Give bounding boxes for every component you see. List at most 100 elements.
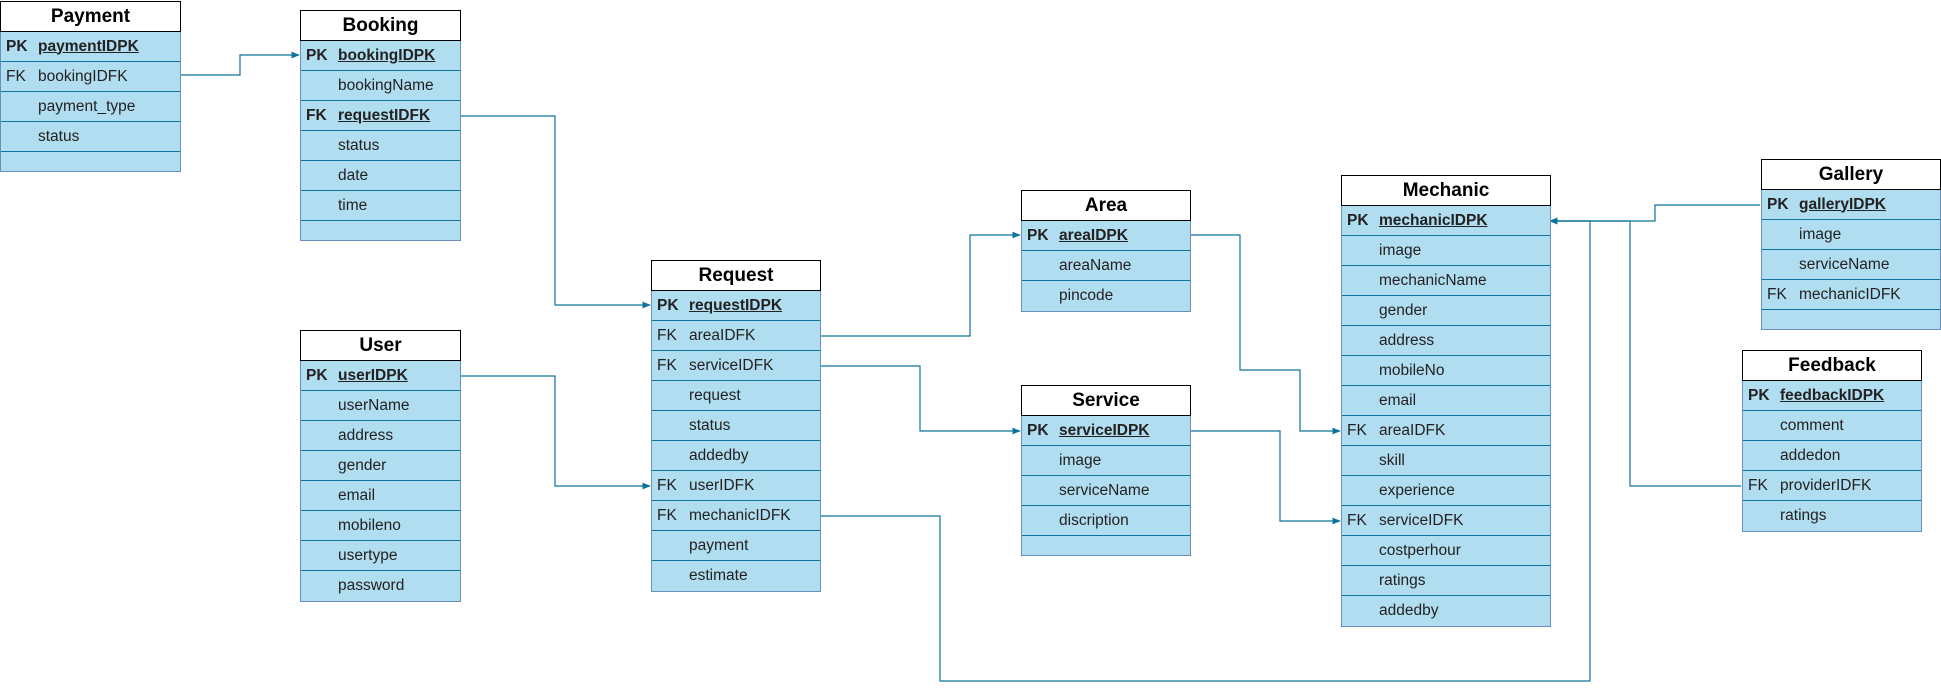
field-time[interactable]: time — [301, 191, 460, 221]
field-empty[interactable] — [1, 152, 180, 171]
field-payment[interactable]: payment — [652, 531, 820, 561]
field-status[interactable]: status — [652, 411, 820, 441]
key-marker: PK — [306, 46, 328, 64]
field-addedby[interactable]: addedby — [652, 441, 820, 471]
field-skill[interactable]: skill — [1342, 446, 1550, 476]
field-email[interactable]: email — [1342, 386, 1550, 416]
field-image[interactable]: image — [1342, 236, 1550, 266]
key-marker: PK — [1347, 211, 1369, 229]
field-name: areaIDFK — [689, 326, 756, 344]
key-marker: FK — [657, 476, 677, 494]
field-name: date — [338, 166, 369, 184]
field-image[interactable]: image — [1762, 220, 1940, 250]
field-mobileNo[interactable]: mobileNo — [1342, 356, 1550, 386]
field-name: paymentIDPK — [38, 37, 139, 55]
connector-user-to-request — [460, 375, 651, 490]
field-email[interactable]: email — [301, 481, 460, 511]
field-request[interactable]: request — [652, 381, 820, 411]
field-mobileno[interactable]: mobileno — [301, 511, 460, 541]
field-mechanicName[interactable]: mechanicName — [1342, 266, 1550, 296]
field-estimate[interactable]: estimate — [652, 561, 820, 591]
field-empty[interactable] — [1022, 536, 1190, 555]
connector-gallery-to-mechanic — [1549, 204, 1760, 225]
field-name: userIDFK — [689, 476, 755, 494]
field-ratings[interactable]: ratings — [1743, 501, 1921, 531]
field-name: payment_type — [38, 97, 136, 115]
field-name: requestIDFK — [338, 106, 431, 124]
key-marker: PK — [1027, 421, 1049, 439]
key-marker: FK — [1748, 476, 1768, 494]
field-addedby[interactable]: addedby — [1342, 596, 1550, 626]
field-address[interactable]: address — [1342, 326, 1550, 356]
field-name: mobileno — [338, 516, 401, 534]
field-gender[interactable]: gender — [1342, 296, 1550, 326]
field-date[interactable]: date — [301, 161, 460, 191]
field-ratings[interactable]: ratings — [1342, 566, 1550, 596]
field-providerIDFK[interactable]: FK providerIDFK — [1743, 471, 1921, 501]
entity-title: Payment — [0, 1, 181, 32]
field-requestIDFK[interactable]: FK requestIDFK — [301, 101, 460, 131]
entity-title: Gallery — [1761, 159, 1941, 190]
field-status[interactable]: status — [1, 122, 180, 152]
field-payment_type[interactable]: payment_type — [1, 92, 180, 122]
field-addedon[interactable]: addedon — [1743, 441, 1921, 471]
field-usertype[interactable]: usertype — [301, 541, 460, 571]
field-areaName[interactable]: areaName — [1022, 251, 1190, 281]
field-address[interactable]: address — [301, 421, 460, 451]
field-name: galleryIDPK — [1799, 195, 1887, 213]
field-name: addedon — [1780, 446, 1841, 464]
field-userIDFK[interactable]: FK userIDFK — [652, 471, 820, 501]
field-name: skill — [1379, 451, 1405, 469]
field-serviceName[interactable]: serviceName — [1762, 250, 1940, 280]
field-pincode[interactable]: pincode — [1022, 281, 1190, 311]
field-costperhour[interactable]: costperhour — [1342, 536, 1550, 566]
field-name: serviceName — [1799, 255, 1890, 273]
field-name: time — [338, 196, 368, 214]
entity-title: Area — [1021, 190, 1191, 221]
field-name: email — [338, 486, 376, 504]
field-serviceName[interactable]: serviceName — [1022, 476, 1190, 506]
field-comment[interactable]: comment — [1743, 411, 1921, 441]
field-bookingName[interactable]: bookingName — [301, 71, 460, 101]
field-empty[interactable] — [301, 221, 460, 240]
field-status[interactable]: status — [301, 131, 460, 161]
field-empty[interactable] — [1762, 310, 1940, 329]
key-marker: FK — [306, 106, 327, 124]
key-marker: PK — [657, 296, 679, 314]
field-name: bookingIDFK — [38, 67, 128, 85]
field-name: providerIDFK — [1780, 476, 1872, 494]
field-experience[interactable]: experience — [1342, 476, 1550, 506]
field-userName[interactable]: userName — [301, 391, 460, 421]
field-name: mobileNo — [1379, 361, 1445, 379]
field-discription[interactable]: discription — [1022, 506, 1190, 536]
field-gender[interactable]: gender — [301, 451, 460, 481]
field-password[interactable]: password — [301, 571, 460, 601]
field-image[interactable]: image — [1022, 446, 1190, 476]
